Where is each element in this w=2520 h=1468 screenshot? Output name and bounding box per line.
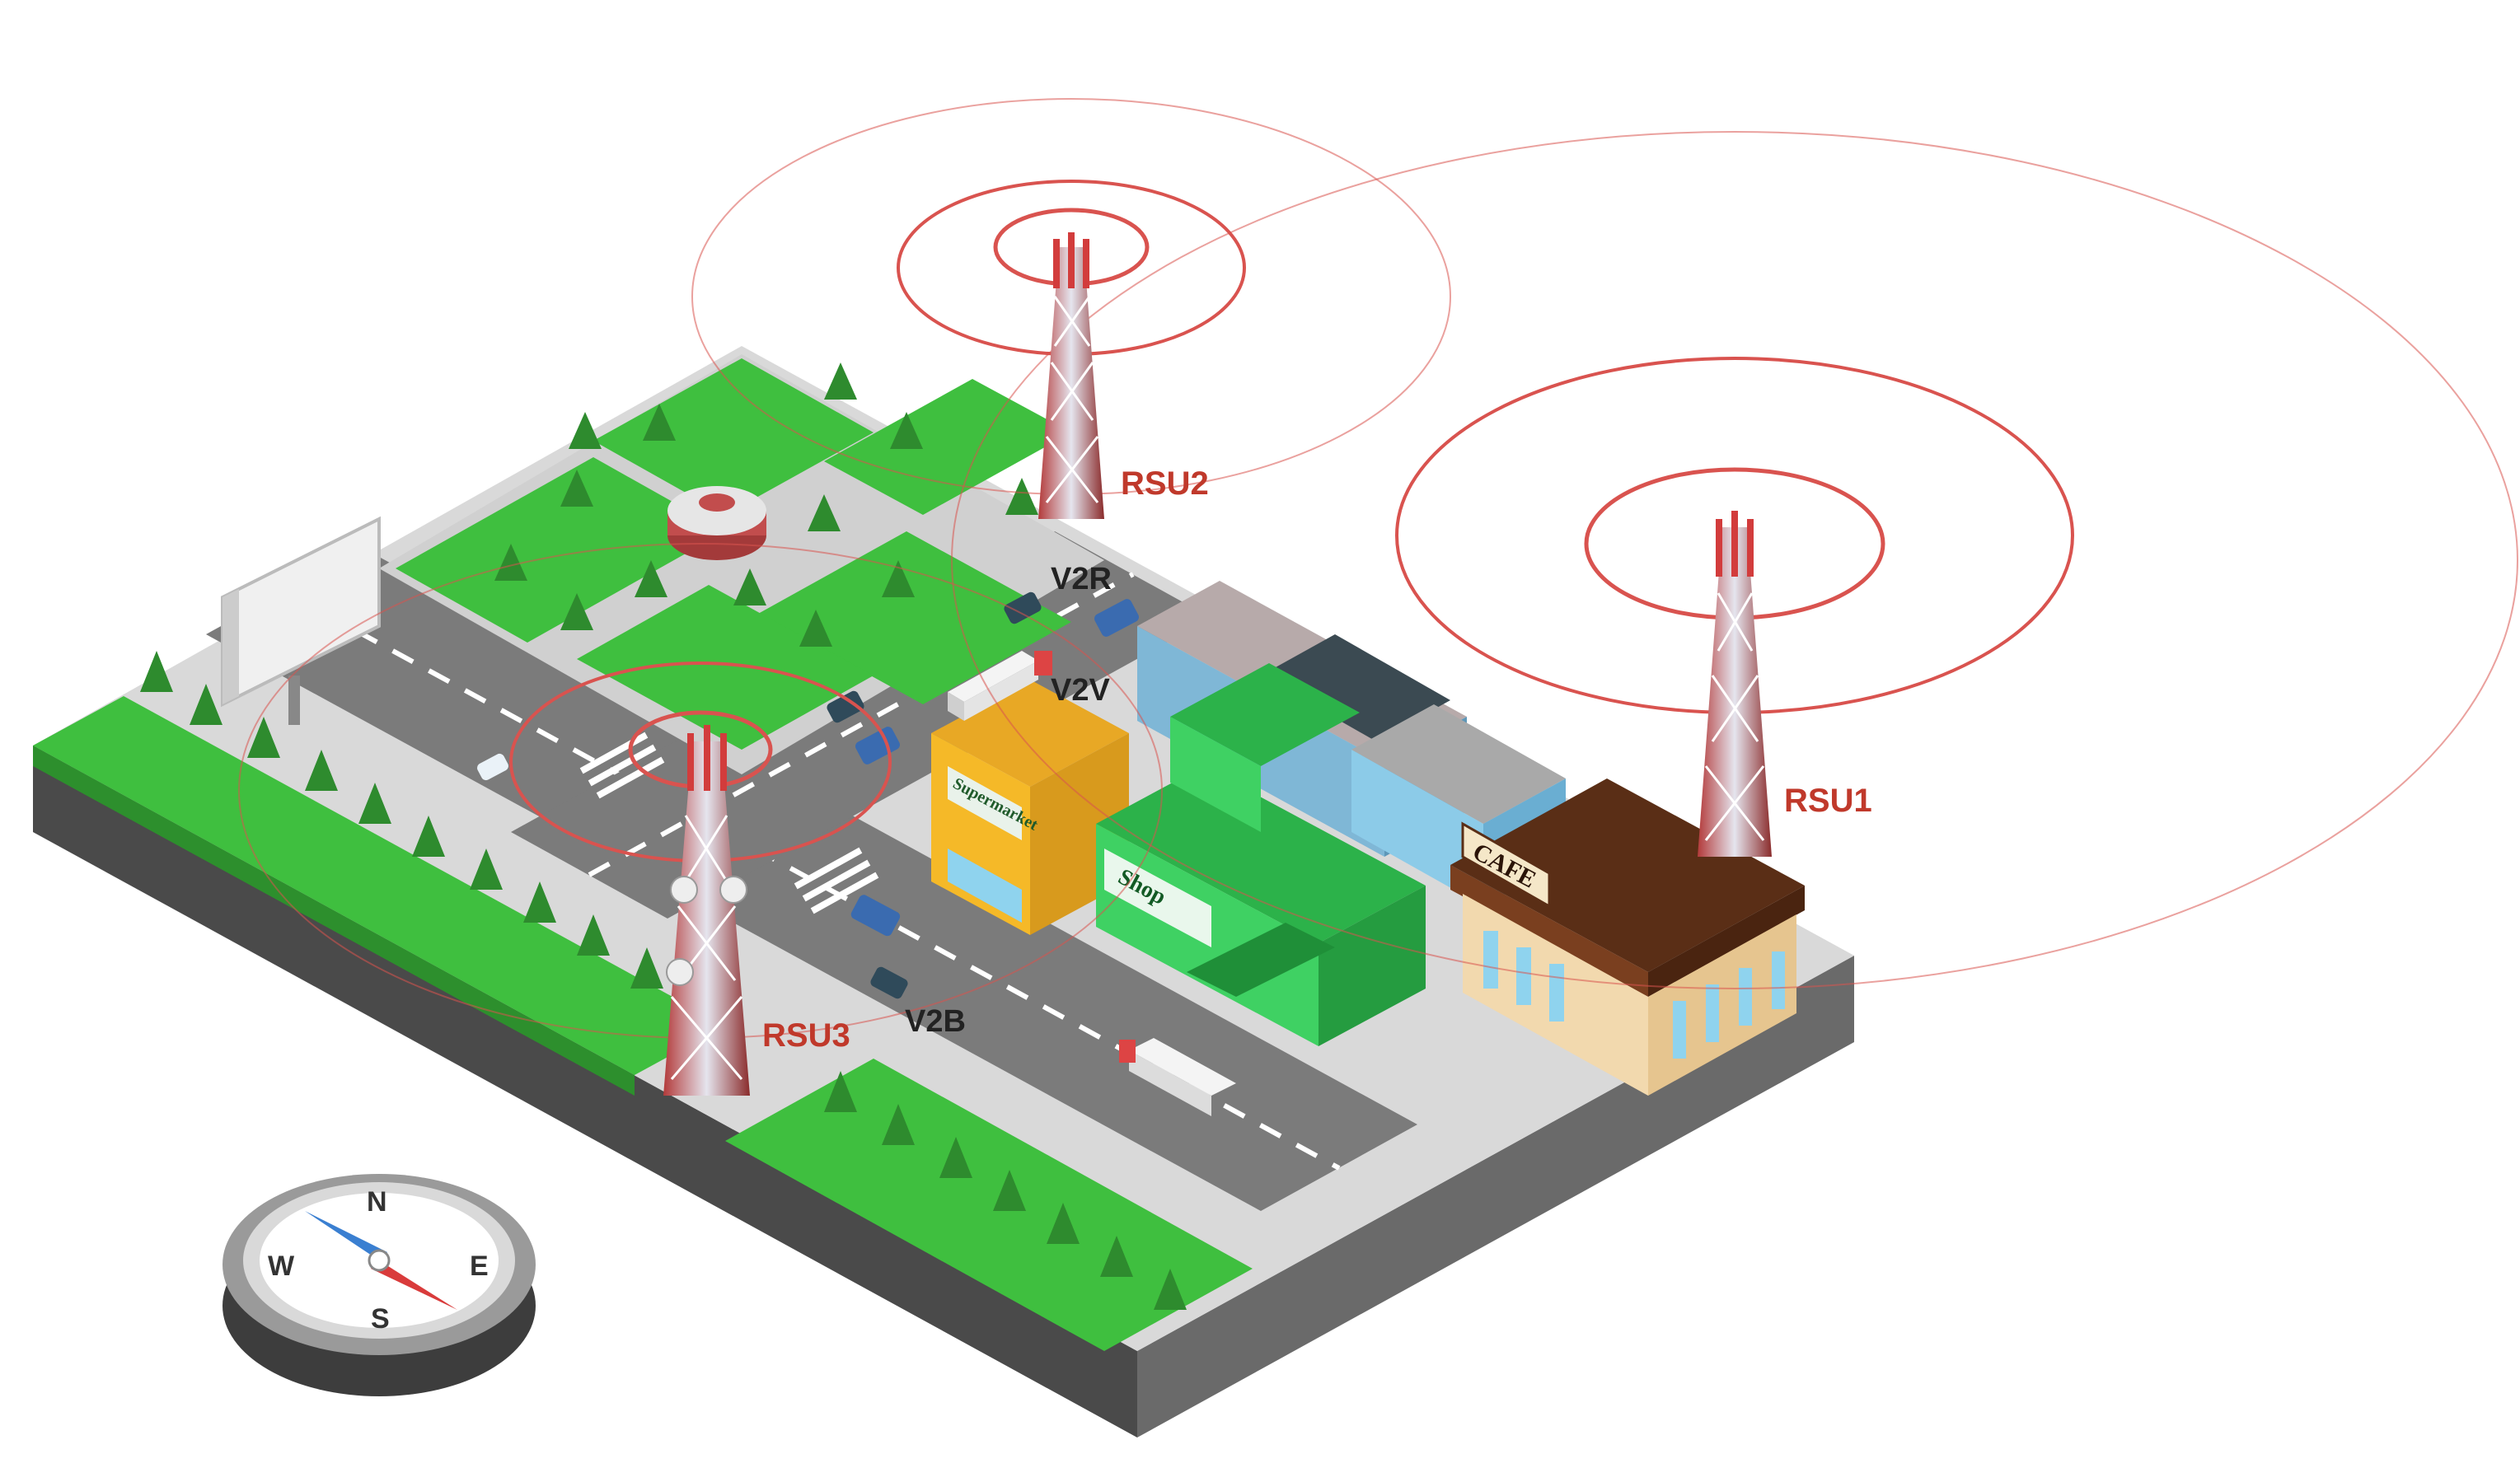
label-rsu3: RSU3 <box>762 1017 850 1054</box>
billboard <box>221 516 381 725</box>
compass-south-label: S <box>371 1303 390 1335</box>
vehicles <box>477 591 1236 1116</box>
compass-needle-north-icon <box>305 1211 387 1260</box>
car-white <box>477 753 508 781</box>
compass-north-label: N <box>367 1186 387 1218</box>
car-blue-1 <box>855 727 901 764</box>
building-shop: Shop <box>1096 663 1426 1046</box>
truck-v2v <box>948 651 1052 721</box>
car-dark-1 <box>827 690 864 723</box>
car-dark-3 <box>870 966 908 999</box>
car-blue-3 <box>1094 599 1140 637</box>
compass-east-label: E <box>470 1251 489 1282</box>
tower-rsu2 <box>1038 232 1104 519</box>
tower-rsu3 <box>663 725 750 1096</box>
label-v2v: V2V <box>1051 673 1110 708</box>
tower-rsu1 <box>1698 511 1772 857</box>
car-dark-2 <box>1004 591 1042 624</box>
grass-strip-left <box>33 696 725 1096</box>
park <box>379 354 1104 774</box>
grass-strip-bottom <box>725 1059 1253 1351</box>
label-v2b: V2B <box>905 1004 966 1039</box>
fountain <box>667 486 766 560</box>
compass: N E W S <box>222 1174 536 1396</box>
compass-west-label: W <box>268 1251 295 1282</box>
truck-bottom <box>1119 1038 1236 1116</box>
label-rsu1: RSU1 <box>1784 783 1872 819</box>
label-rsu2: RSU2 <box>1121 465 1209 502</box>
building-cafe: CAFE <box>1450 778 1805 1096</box>
label-v2r: V2R <box>1051 562 1112 596</box>
car-blue-2 <box>850 895 901 937</box>
compass-needle-south-icon <box>371 1260 457 1310</box>
trees <box>140 362 1187 1310</box>
